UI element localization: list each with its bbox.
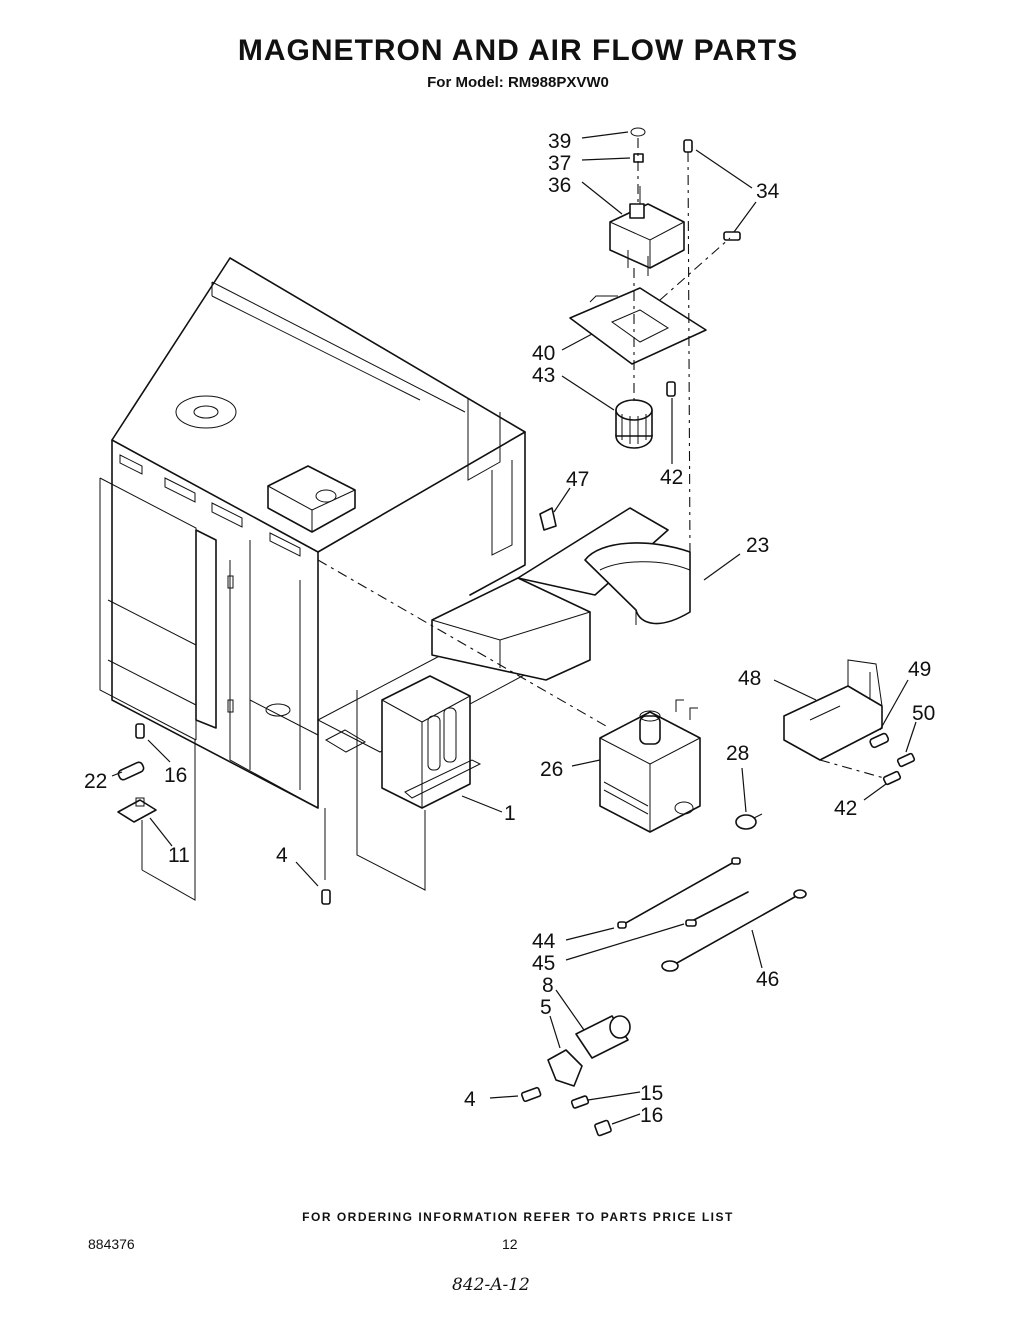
callout-4-left: 4 [276, 844, 288, 867]
wire-46-part [661, 889, 807, 972]
thermal-cutout-28-part [735, 813, 763, 830]
callout-36: 36 [548, 174, 571, 197]
part-15 [570, 1095, 590, 1109]
wire-44-part [617, 857, 741, 929]
document-number: 884376 [88, 1236, 135, 1252]
callout-39: 39 [548, 130, 571, 153]
wire-45-part [685, 891, 749, 927]
callout-49: 49 [908, 658, 931, 681]
callout-46: 46 [756, 968, 779, 991]
capacitor-bracket-5-part [547, 1049, 583, 1087]
callout-26: 26 [540, 758, 563, 781]
callout-48: 48 [738, 667, 761, 690]
bracket-48-part [783, 659, 883, 761]
motor-bracket-part [569, 287, 707, 365]
callout-43: 43 [532, 364, 555, 387]
page-title: MAGNETRON AND AIR FLOW PARTS [237, 34, 799, 67]
fuse-holder-11-part [117, 797, 157, 823]
callout-22: 22 [84, 770, 107, 793]
callout-15: 15 [640, 1082, 663, 1105]
callout-50: 50 [912, 702, 935, 725]
fan-motor-part [609, 186, 685, 276]
screw-16-left-part [135, 723, 145, 739]
screw-50-part [896, 752, 916, 768]
clip-39-part [630, 127, 646, 137]
callout-1: 1 [504, 802, 516, 825]
callout-37: 37 [548, 152, 571, 175]
ordering-note: FOR ORDERING INFORMATION REFER TO PARTS … [302, 1210, 734, 1224]
callout-42-fan: 42 [660, 466, 683, 489]
callout-16-left: 16 [164, 764, 187, 787]
part-49 [869, 732, 890, 749]
fuse-22-part [117, 761, 145, 781]
callout-28: 28 [726, 742, 749, 765]
screw-42-bracket-part [882, 770, 902, 786]
transformer-part [381, 675, 482, 809]
magnetron-part [599, 699, 701, 833]
callout-4-bottom: 4 [464, 1088, 476, 1111]
leader-lines [111, 131, 917, 1125]
cabinet-assembly [99, 257, 532, 901]
screw-42-fan-part [666, 381, 676, 397]
callout-23: 23 [746, 534, 769, 557]
screw-34-side-part [723, 231, 741, 241]
page-number: 12 [502, 1236, 518, 1252]
callout-34: 34 [756, 180, 780, 203]
callout-44: 44 [532, 930, 556, 953]
callout-16-bottom: 16 [640, 1104, 663, 1127]
handwritten-note: 842-A-12 [452, 1275, 530, 1295]
screw-4-left-part [321, 889, 331, 905]
model-subtitle: For Model: RM988PXVW0 [427, 74, 609, 91]
callout-45: 45 [532, 952, 555, 975]
screw-16-bottom-part [594, 1119, 612, 1137]
capacitor-8-part [575, 1015, 631, 1059]
part-47 [539, 507, 557, 531]
callout-11: 11 [168, 844, 190, 867]
screw-4-bottom-part [520, 1086, 542, 1103]
callout-labels: 39 37 36 34 40 43 42 47 23 48 49 50 26 2… [84, 130, 935, 1127]
callout-8: 8 [542, 974, 554, 997]
callout-5: 5 [540, 996, 552, 1019]
fan-blade-part [615, 399, 653, 449]
screw-34-top-part [683, 139, 693, 153]
callout-42-bracket: 42 [834, 797, 857, 820]
callout-47: 47 [566, 468, 589, 491]
air-duct-part [431, 507, 691, 681]
callout-40: 40 [532, 342, 555, 365]
